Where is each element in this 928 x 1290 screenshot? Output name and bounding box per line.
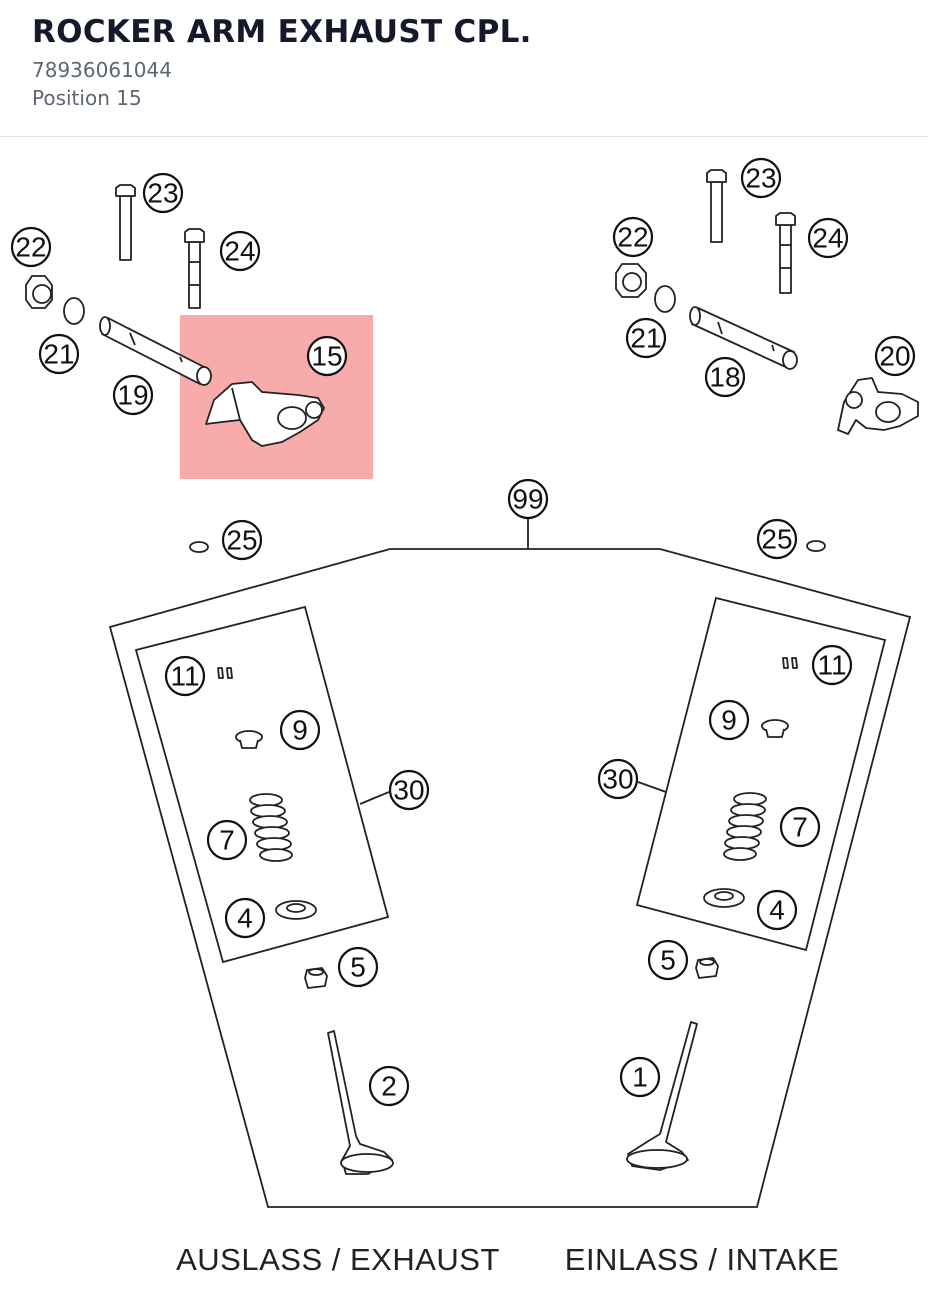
callout-25-left[interactable]: 25	[221, 519, 263, 561]
callout-label: 24	[224, 236, 255, 267]
valve-keeper-11-right[interactable]	[782, 657, 798, 669]
callout-11-right[interactable]: 11	[811, 644, 853, 686]
callout-99[interactable]: 99	[507, 478, 549, 520]
exhaust-caption: AUSLASS / EXHAUST	[176, 1242, 500, 1277]
callout-9-left[interactable]: 9	[279, 709, 321, 751]
shim-25-right[interactable]	[806, 540, 826, 552]
part-header: ROCKER ARM EXHAUST CPL. 78936061044 Posi…	[0, 0, 928, 137]
oring-21-left[interactable]	[63, 297, 85, 325]
callout-label: 25	[226, 525, 257, 556]
part-position: Position 15	[32, 86, 142, 110]
rocker-arm-exhaust-15[interactable]	[205, 381, 325, 447]
callout-label: 99	[512, 484, 543, 515]
valve-spring-kit-30-left-frame	[134, 605, 390, 964]
intake-valve-1[interactable]	[626, 1021, 698, 1171]
callout-5-right[interactable]: 5	[647, 939, 689, 981]
callout-24-right[interactable]: 24	[807, 217, 849, 259]
callout-label: 25	[761, 524, 792, 555]
callout-label: 2	[381, 1071, 397, 1102]
exhaust-valve-2[interactable]	[327, 1030, 394, 1175]
callout-21-right[interactable]: 21	[625, 317, 667, 359]
valve-spring-7-left[interactable]	[249, 793, 293, 862]
callout-label: 23	[745, 163, 776, 194]
rocker-shaft-19[interactable]	[99, 316, 212, 386]
rocker-arm-intake-20[interactable]	[837, 377, 919, 435]
callout-label: 19	[117, 380, 148, 411]
spring-seat-4-right[interactable]	[703, 888, 745, 908]
spring-retainer-9-right[interactable]	[761, 719, 789, 738]
callout-7-left[interactable]: 7	[206, 819, 248, 861]
valve-group-frame	[108, 518, 912, 1208]
callout-label: 4	[237, 903, 253, 934]
callout-30-left[interactable]: 30	[388, 769, 430, 811]
callout-11-left[interactable]: 11	[164, 655, 206, 697]
spring-retainer-9-left[interactable]	[235, 730, 263, 749]
callout-9-right[interactable]: 9	[708, 699, 750, 741]
callout-label: 21	[630, 323, 661, 354]
callout-22-right[interactable]: 22	[612, 216, 654, 258]
spring-seat-4-left[interactable]	[275, 900, 317, 920]
callout-24-left[interactable]: 24	[219, 230, 261, 272]
callout-22-left[interactable]: 22	[10, 226, 52, 268]
callout-label: 24	[812, 223, 843, 254]
callout-20[interactable]: 20	[874, 335, 916, 377]
exploded-parts-diagram: 23 24 22 21 19 15 23 24 22 21 18 20 99 2…	[10, 157, 919, 1277]
callout-4-right[interactable]: 4	[756, 889, 798, 931]
callout-30-right[interactable]: 30	[597, 758, 639, 800]
callout-19[interactable]: 19	[112, 374, 154, 416]
valve-keeper-11-left[interactable]	[217, 667, 233, 679]
plug-22-left[interactable]	[25, 275, 53, 309]
callout-label: 20	[879, 341, 910, 372]
callout-label: 21	[43, 339, 74, 370]
callout-label: 30	[602, 764, 633, 795]
valve-stem-seal-5-left[interactable]	[304, 967, 328, 989]
callout-label: 7	[219, 825, 235, 856]
callout-25-right[interactable]: 25	[756, 518, 798, 560]
shim-25-left[interactable]	[189, 541, 209, 553]
callout-15[interactable]: 15	[306, 335, 348, 377]
valve-spring-7-right[interactable]	[723, 792, 767, 861]
callout-1[interactable]: 1	[619, 1056, 661, 1098]
bolt-24-left[interactable]	[184, 228, 205, 309]
valve-stem-seal-5-right[interactable]	[695, 957, 719, 979]
callout-label: 30	[393, 775, 424, 806]
callout-label: 11	[170, 661, 199, 692]
callout-21-left[interactable]: 21	[38, 333, 80, 375]
plug-22-right[interactable]	[615, 263, 647, 298]
valve-spring-kit-30-right-frame	[635, 596, 887, 952]
callout-label: 5	[660, 945, 676, 976]
rocker-shaft-18[interactable]	[689, 306, 798, 370]
intake-caption: EINLASS / INTAKE	[565, 1242, 839, 1277]
callout-7-right[interactable]: 7	[779, 806, 821, 848]
callout-label: 22	[617, 222, 648, 253]
bolt-24-right[interactable]	[775, 212, 796, 294]
callout-4-left[interactable]: 4	[224, 897, 266, 939]
callout-label: 7	[792, 812, 808, 843]
callout-label: 23	[147, 178, 178, 209]
callout-label: 11	[817, 650, 846, 681]
callout-2[interactable]: 2	[368, 1065, 410, 1107]
callout-label: 9	[721, 705, 737, 736]
callout-label: 22	[15, 232, 46, 263]
callout-23-left[interactable]: 23	[142, 172, 184, 214]
oring-21-right[interactable]	[654, 285, 676, 313]
callout-18[interactable]: 18	[704, 356, 746, 398]
part-number: 78936061044	[32, 58, 172, 82]
callout-23-right[interactable]: 23	[740, 157, 782, 199]
bolt-23-left[interactable]	[115, 184, 136, 261]
callout-label: 18	[709, 362, 740, 393]
callout-5-left[interactable]: 5	[337, 946, 379, 988]
callout-label: 15	[311, 341, 342, 372]
callout-label: 1	[632, 1062, 648, 1093]
callout-label: 9	[292, 715, 308, 746]
callout-label: 4	[769, 895, 785, 926]
part-title: ROCKER ARM EXHAUST CPL.	[32, 14, 532, 50]
bolt-23-right[interactable]	[706, 169, 727, 243]
callout-label: 5	[350, 952, 366, 983]
